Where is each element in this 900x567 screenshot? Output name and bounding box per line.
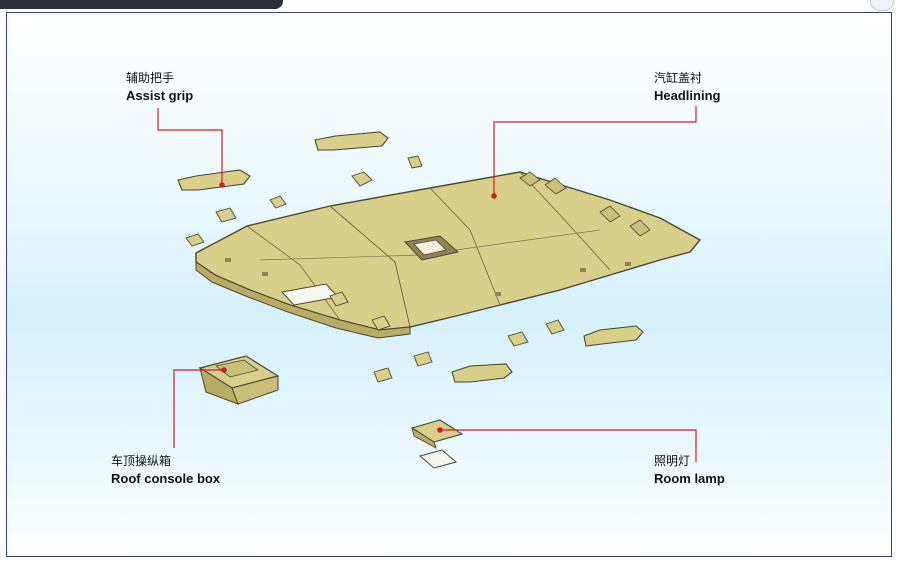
label-room-lamp-zh: 照明灯 [654,453,725,470]
label-headlining-en: Headlining [654,87,720,104]
roof-console-box-part [200,356,278,404]
room-lamp-part [412,420,462,468]
label-assist-grip-zh: 辅助把手 [126,70,193,87]
callout-roof-console-box: 车顶操纵箱 Roof console box [111,453,220,487]
label-assist-grip-en: Assist grip [126,87,193,104]
label-headlining-zh: 汽缸盖衬 [654,70,720,87]
label-room-lamp-en: Room lamp [654,470,725,487]
headlining-panel [196,172,700,338]
label-roof-console-box-en: Roof console box [111,470,220,487]
callout-assist-grip: 辅助把手 Assist grip [126,70,193,104]
callout-headlining: 汽缸盖衬 Headlining [654,70,720,104]
bottom-caption-fragment [320,557,500,567]
label-roof-console-box-zh: 车顶操纵箱 [111,453,220,470]
callout-room-lamp: 照明灯 Room lamp [654,453,725,487]
